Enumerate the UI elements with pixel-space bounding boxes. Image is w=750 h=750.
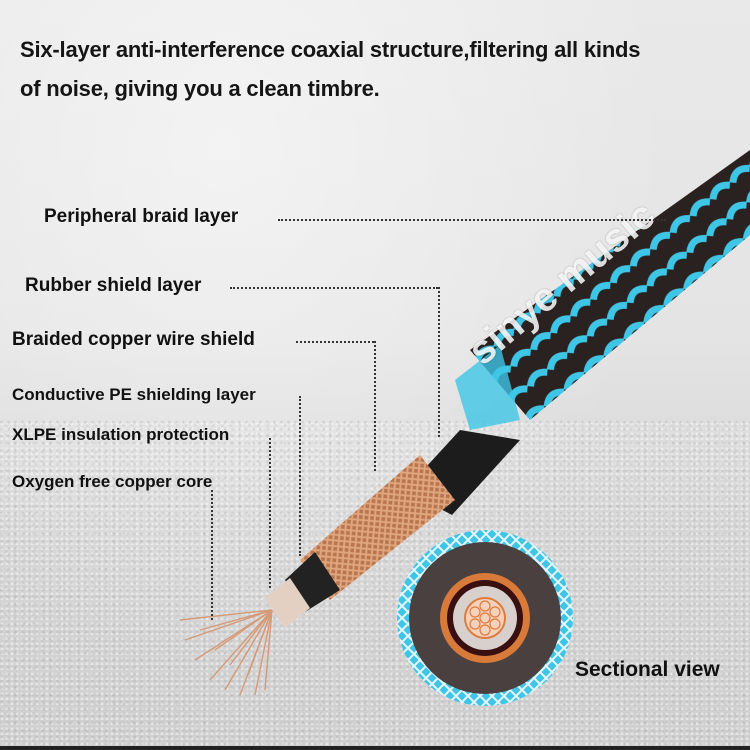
sectional-view-diagram [397,530,573,706]
headline-line-2: of noise, giving you a clean timbre. [20,76,380,101]
peripheral-braid-section [455,150,750,430]
bottom-border [0,746,750,750]
xlpe-section [265,578,310,628]
sectional-view-label: Sectional view [575,658,720,681]
leader-line-copper-shield-v [374,341,376,471]
leader-line-xlpe-v [269,438,271,588]
label-peripheral-braid-layer: Peripheral braid layer [44,206,239,227]
leader-line-peripheral [278,219,666,221]
copper-core-strands [179,609,273,696]
carpet-texture-background [0,420,750,750]
leader-line-core-v [211,490,213,620]
leader-line-copper-shield-h [296,341,374,343]
label-braided-copper-wire-shield: Braided copper wire shield [12,329,255,350]
copper-braid-section [300,455,455,600]
leader-line-pe-v [299,396,301,556]
label-oxygen-free-copper-core: Oxygen free copper core [12,472,213,491]
headline-line-1: Six-layer anti-interference coaxial stru… [20,37,641,62]
leader-line-rubber-v [438,287,440,437]
label-xlpe-insulation-protection: XLPE insulation protection [12,425,230,444]
label-rubber-shield-layer: Rubber shield layer [25,275,202,296]
label-conductive-pe-shielding-layer: Conductive PE shielding layer [12,385,256,404]
headline: Six-layer anti-interference coaxial stru… [20,30,740,108]
leader-line-rubber-h [230,287,438,289]
